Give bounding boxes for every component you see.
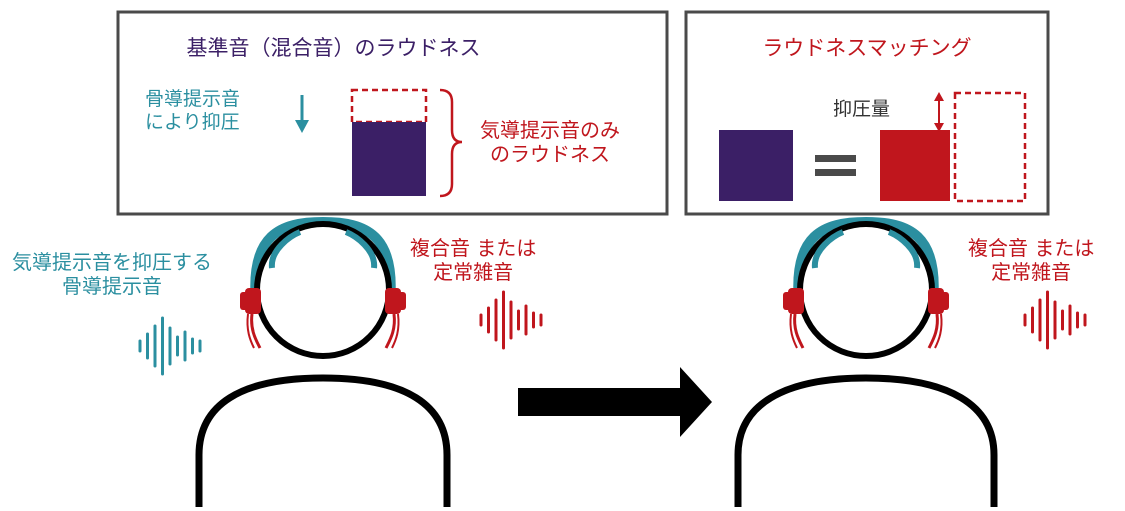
right-earcup-icon: [384, 288, 406, 349]
right-right-earcup-icon: [927, 288, 949, 349]
left-noise-label-text: 複合音 または 定常雑音: [410, 236, 537, 285]
equals-icon: [815, 155, 856, 176]
right-arrow-icon: [518, 367, 712, 437]
right-person: [734, 216, 998, 507]
matched-loudness-bar: [880, 130, 950, 201]
left-person: [195, 216, 451, 507]
air-only-label: 気導提示音のみ のラウドネス: [480, 118, 620, 167]
reference-loudness-square: [719, 130, 793, 201]
double-arrow-icon: [934, 92, 944, 132]
right-left-earcup-icon: [783, 288, 805, 349]
right-noise-label-text: 複合音 または 定常雑音: [968, 236, 1095, 285]
bone-conduction-label-text: 気導提示音を抑圧する 骨導提示音: [12, 250, 212, 299]
left-earcup-icon: [240, 288, 262, 349]
right-panel-title: ラウドネスマッチング: [762, 36, 972, 60]
air-only-label-text: 気導提示音のみ のラウドネス: [480, 118, 620, 167]
right-body-icon: [734, 374, 998, 507]
left-body-icon: [195, 374, 451, 507]
brace-icon: [439, 88, 463, 198]
mixed-loudness-bar: [352, 122, 426, 196]
left-noise-label: 複合音 または 定常雑音: [410, 236, 536, 285]
down-arrow-icon: [295, 95, 309, 133]
suppression-amount-label: 抑圧量: [833, 98, 891, 120]
bone-conduction-label: 気導提示音を抑圧する 骨導提示音: [12, 250, 212, 299]
suppressed-label-text: 骨導提示音 により抑圧: [145, 88, 241, 134]
left-head-icon: [254, 221, 392, 359]
left-panel-title: 基準音（混合音）のラウドネス: [186, 36, 481, 60]
noise-sound-wave-icon-left: [479, 290, 543, 350]
right-noise-label: 複合音 または 定常雑音: [968, 236, 1094, 285]
noise-sound-wave-icon-right: [1023, 290, 1087, 350]
air-only-dashed-box: [953, 91, 1027, 203]
suppressed-label: 骨導提示音 により抑圧: [145, 88, 240, 134]
bone-sound-wave-icon: [138, 316, 202, 376]
right-head-icon: [797, 221, 935, 359]
